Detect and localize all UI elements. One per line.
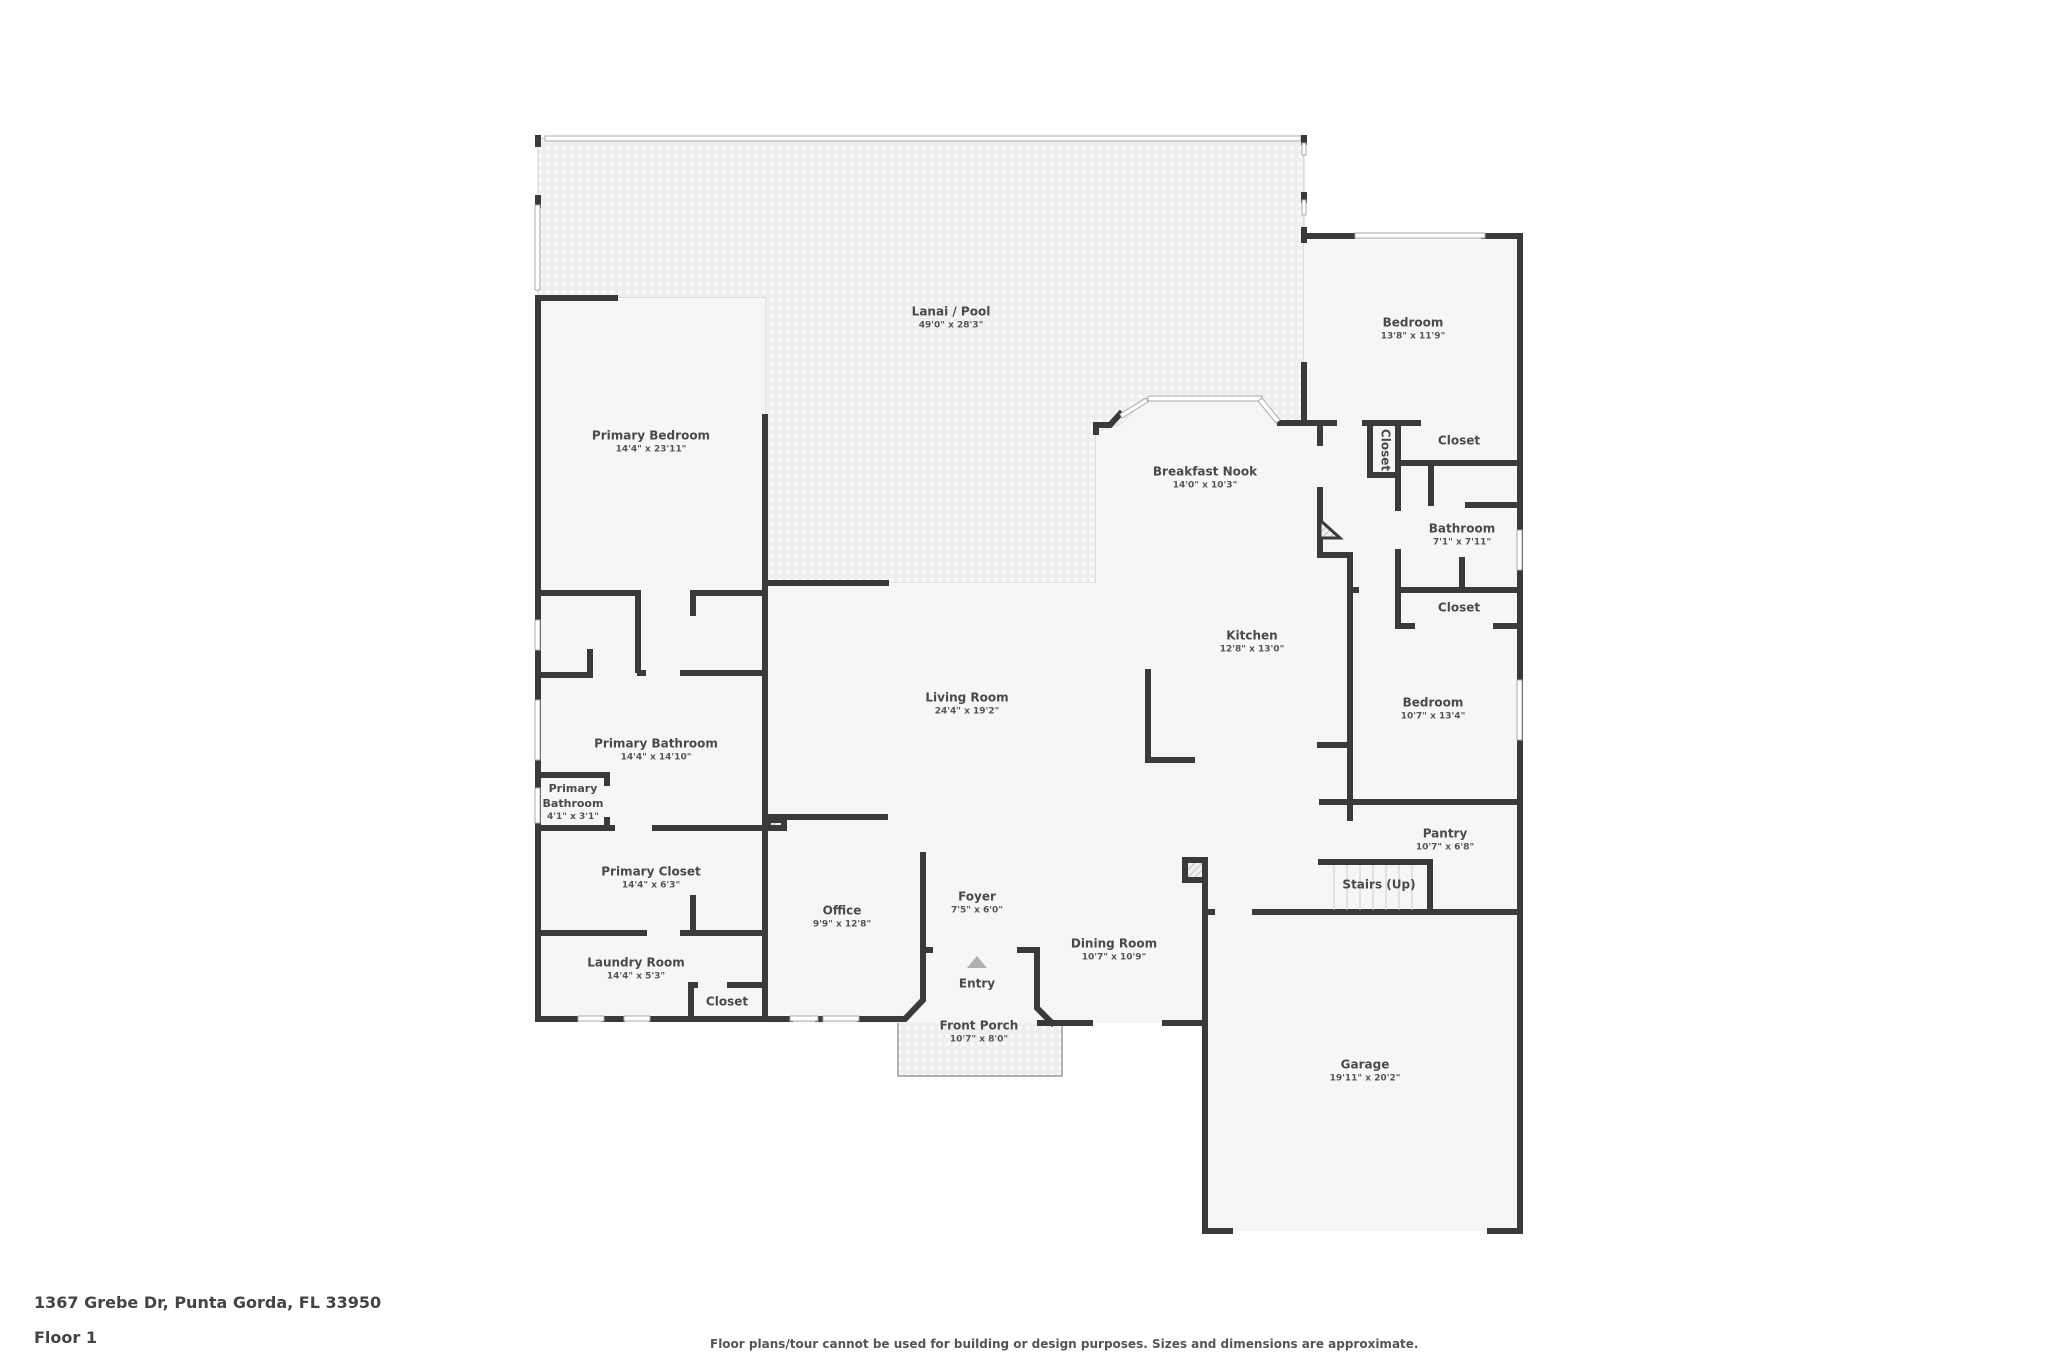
room-name: Closet [1378, 428, 1393, 472]
room-name: Breakfast Nook [1152, 464, 1258, 479]
room-name: Office [822, 903, 862, 918]
room-bathroom: Bathroom 7'1" x 7'11" [1429, 522, 1495, 549]
room-name: Lanai / Pool [911, 304, 991, 319]
room-kitchen: Kitchen 12'8" x 13'0" [1220, 629, 1285, 656]
disclaimer-text: Floor plans/tour cannot be used for buil… [710, 1337, 1419, 1351]
room-name: Garage [1340, 1057, 1390, 1072]
room-pantry: Pantry 10'7" x 6'8" [1416, 827, 1474, 854]
room-living-room: Living Room 24'4" x 19'2" [925, 691, 1008, 718]
room-closet-laundry: Closet [706, 995, 748, 1010]
room-closet-bedroom1: Closet [1438, 434, 1480, 449]
room-dining-room: Dining Room 10'7" x 10'9" [1071, 937, 1157, 964]
room-dims: 7'1" x 7'11" [1432, 537, 1492, 548]
room-name: Bedroom [1402, 695, 1464, 710]
room-office: Office 9'9" x 12'8" [813, 904, 871, 931]
room-name: Stairs (Up) [1342, 877, 1416, 892]
room-name: Primary Bathroom [594, 736, 718, 751]
room-dims: 13'8" x 11'9" [1380, 331, 1446, 342]
room-name: Front Porch [939, 1018, 1019, 1033]
room-name: Laundry Room [587, 955, 685, 970]
room-dims: 24'4" x 19'2" [934, 706, 1000, 717]
room-dims: 10'7" x 8'0" [949, 1034, 1009, 1045]
room-name: Dining Room [1070, 936, 1158, 951]
room-primary-bedroom: Primary Bedroom 14'4" x 23'11" [592, 429, 710, 456]
room-name: Living Room [925, 690, 1009, 705]
room-dims: 19'11" x 20'2" [1329, 1073, 1401, 1084]
room-closet-vertical: Closet [1378, 429, 1393, 471]
hatched-column-icon [1318, 516, 1344, 540]
room-name: Primary Closet [601, 864, 701, 879]
walls [535, 135, 1523, 1234]
room-bedroom-2: Bedroom 10'7" x 13'4" [1401, 696, 1466, 723]
room-name: Bedroom [1382, 315, 1444, 330]
room-stairs-up: Stairs (Up) [1342, 878, 1415, 893]
room-primary-bathroom: Primary Bathroom 14'4" x 14'10" [594, 737, 718, 764]
room-foyer: Foyer 7'5" x 6'0" [951, 890, 1003, 917]
room-dims: 10'7" x 13'4" [1400, 711, 1466, 722]
room-garage: Garage 19'11" x 20'2" [1330, 1058, 1401, 1085]
room-name: Primary Bathroom [542, 782, 604, 810]
room-dims: 9'9" x 12'8" [812, 919, 872, 930]
room-primary-closet: Primary Closet 14'4" x 6'3" [601, 865, 701, 892]
room-dims: 12'8" x 13'0" [1219, 644, 1285, 655]
room-dims: 49'0" x 28'3" [918, 320, 984, 331]
stairs [1333, 865, 1413, 910]
room-dims: 10'7" x 6'8" [1415, 842, 1475, 853]
room-dims: 14'4" x 6'3" [621, 880, 681, 891]
room-dims: 10'7" x 10'9" [1081, 952, 1147, 963]
room-lanai-pool: Lanai / Pool 49'0" x 28'3" [912, 305, 991, 332]
room-closet-bedroom2: Closet [1438, 601, 1480, 616]
room-primary-bathroom-small: Primary Bathroom 4'1" x 3'1" [540, 781, 606, 823]
room-name: Foyer [958, 889, 996, 904]
room-breakfast-nook: Breakfast Nook 14'0" x 10'3" [1153, 465, 1257, 492]
entry-label: Entry [959, 977, 995, 992]
room-dims: 4'1" x 3'1" [546, 812, 599, 822]
room-dims: 14'4" x 23'11" [615, 444, 687, 455]
room-laundry-room: Laundry Room 14'4" x 5'3" [587, 956, 685, 983]
room-dims: 7'5" x 6'0" [950, 905, 1004, 916]
room-name: Closet [705, 994, 749, 1009]
room-bedroom-1: Bedroom 13'8" x 11'9" [1381, 316, 1446, 343]
room-name: Primary Bedroom [591, 428, 711, 443]
entry-arrow-icon [967, 956, 987, 968]
room-dims: 14'4" x 14'10" [620, 752, 692, 763]
room-name: Closet [1437, 433, 1481, 448]
room-name: Bathroom [1428, 521, 1496, 536]
room-dims: 14'0" x 10'3" [1172, 480, 1238, 491]
room-name: Closet [1437, 600, 1481, 615]
floor-label: Floor 1 [34, 1328, 97, 1347]
windows [534, 142, 1523, 1022]
room-dims: 14'4" x 5'3" [606, 971, 666, 982]
property-address: 1367 Grebe Dr, Punta Gorda, FL 33950 [34, 1293, 382, 1312]
room-name: Entry [958, 976, 996, 991]
room-front-porch: Front Porch 10'7" x 8'0" [940, 1019, 1019, 1046]
interior-floor [538, 236, 1520, 1231]
room-name: Kitchen [1226, 628, 1278, 643]
room-name: Pantry [1422, 826, 1468, 841]
